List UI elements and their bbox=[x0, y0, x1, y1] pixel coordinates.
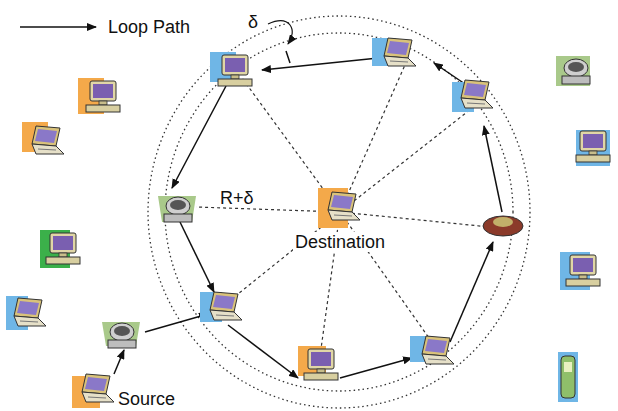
legend-text: Loop Path bbox=[106, 17, 192, 37]
legend-line bbox=[20, 26, 96, 28]
node-label: Source bbox=[116, 389, 177, 409]
destination-node: Destination bbox=[293, 232, 387, 252]
delta-label: δ bbox=[246, 12, 260, 32]
source-node: Source bbox=[116, 389, 177, 409]
radius-label: R+δ bbox=[218, 188, 256, 208]
computer-icons bbox=[6, 38, 610, 408]
outer-range bbox=[148, 16, 530, 408]
loop-path bbox=[114, 57, 502, 378]
delta-tick bbox=[286, 51, 290, 63]
node-label: Destination bbox=[293, 232, 387, 252]
delta-arrow bbox=[268, 21, 292, 44]
radius-lines bbox=[196, 65, 500, 356]
inner-range bbox=[165, 33, 513, 391]
